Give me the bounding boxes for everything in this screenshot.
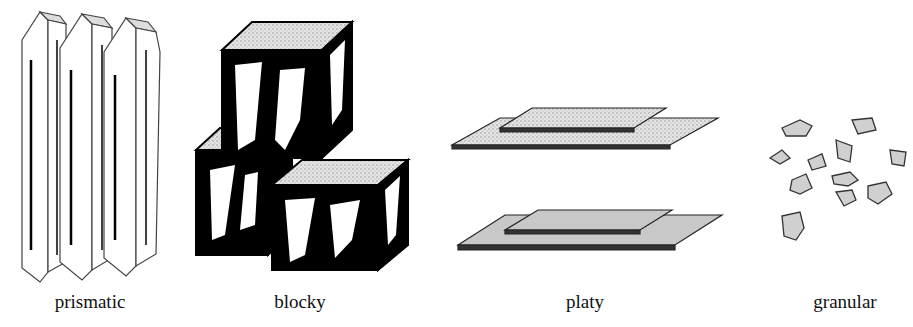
blocky-cubes [196, 22, 408, 270]
platy-plates [452, 108, 722, 250]
structure-label: prismatic [55, 291, 126, 313]
structure-label: granular [813, 291, 876, 313]
prismatic-columns [22, 12, 160, 282]
structure-label: blocky [274, 291, 326, 313]
granular-crumbs [770, 118, 906, 240]
structure-label: platy [566, 291, 604, 313]
